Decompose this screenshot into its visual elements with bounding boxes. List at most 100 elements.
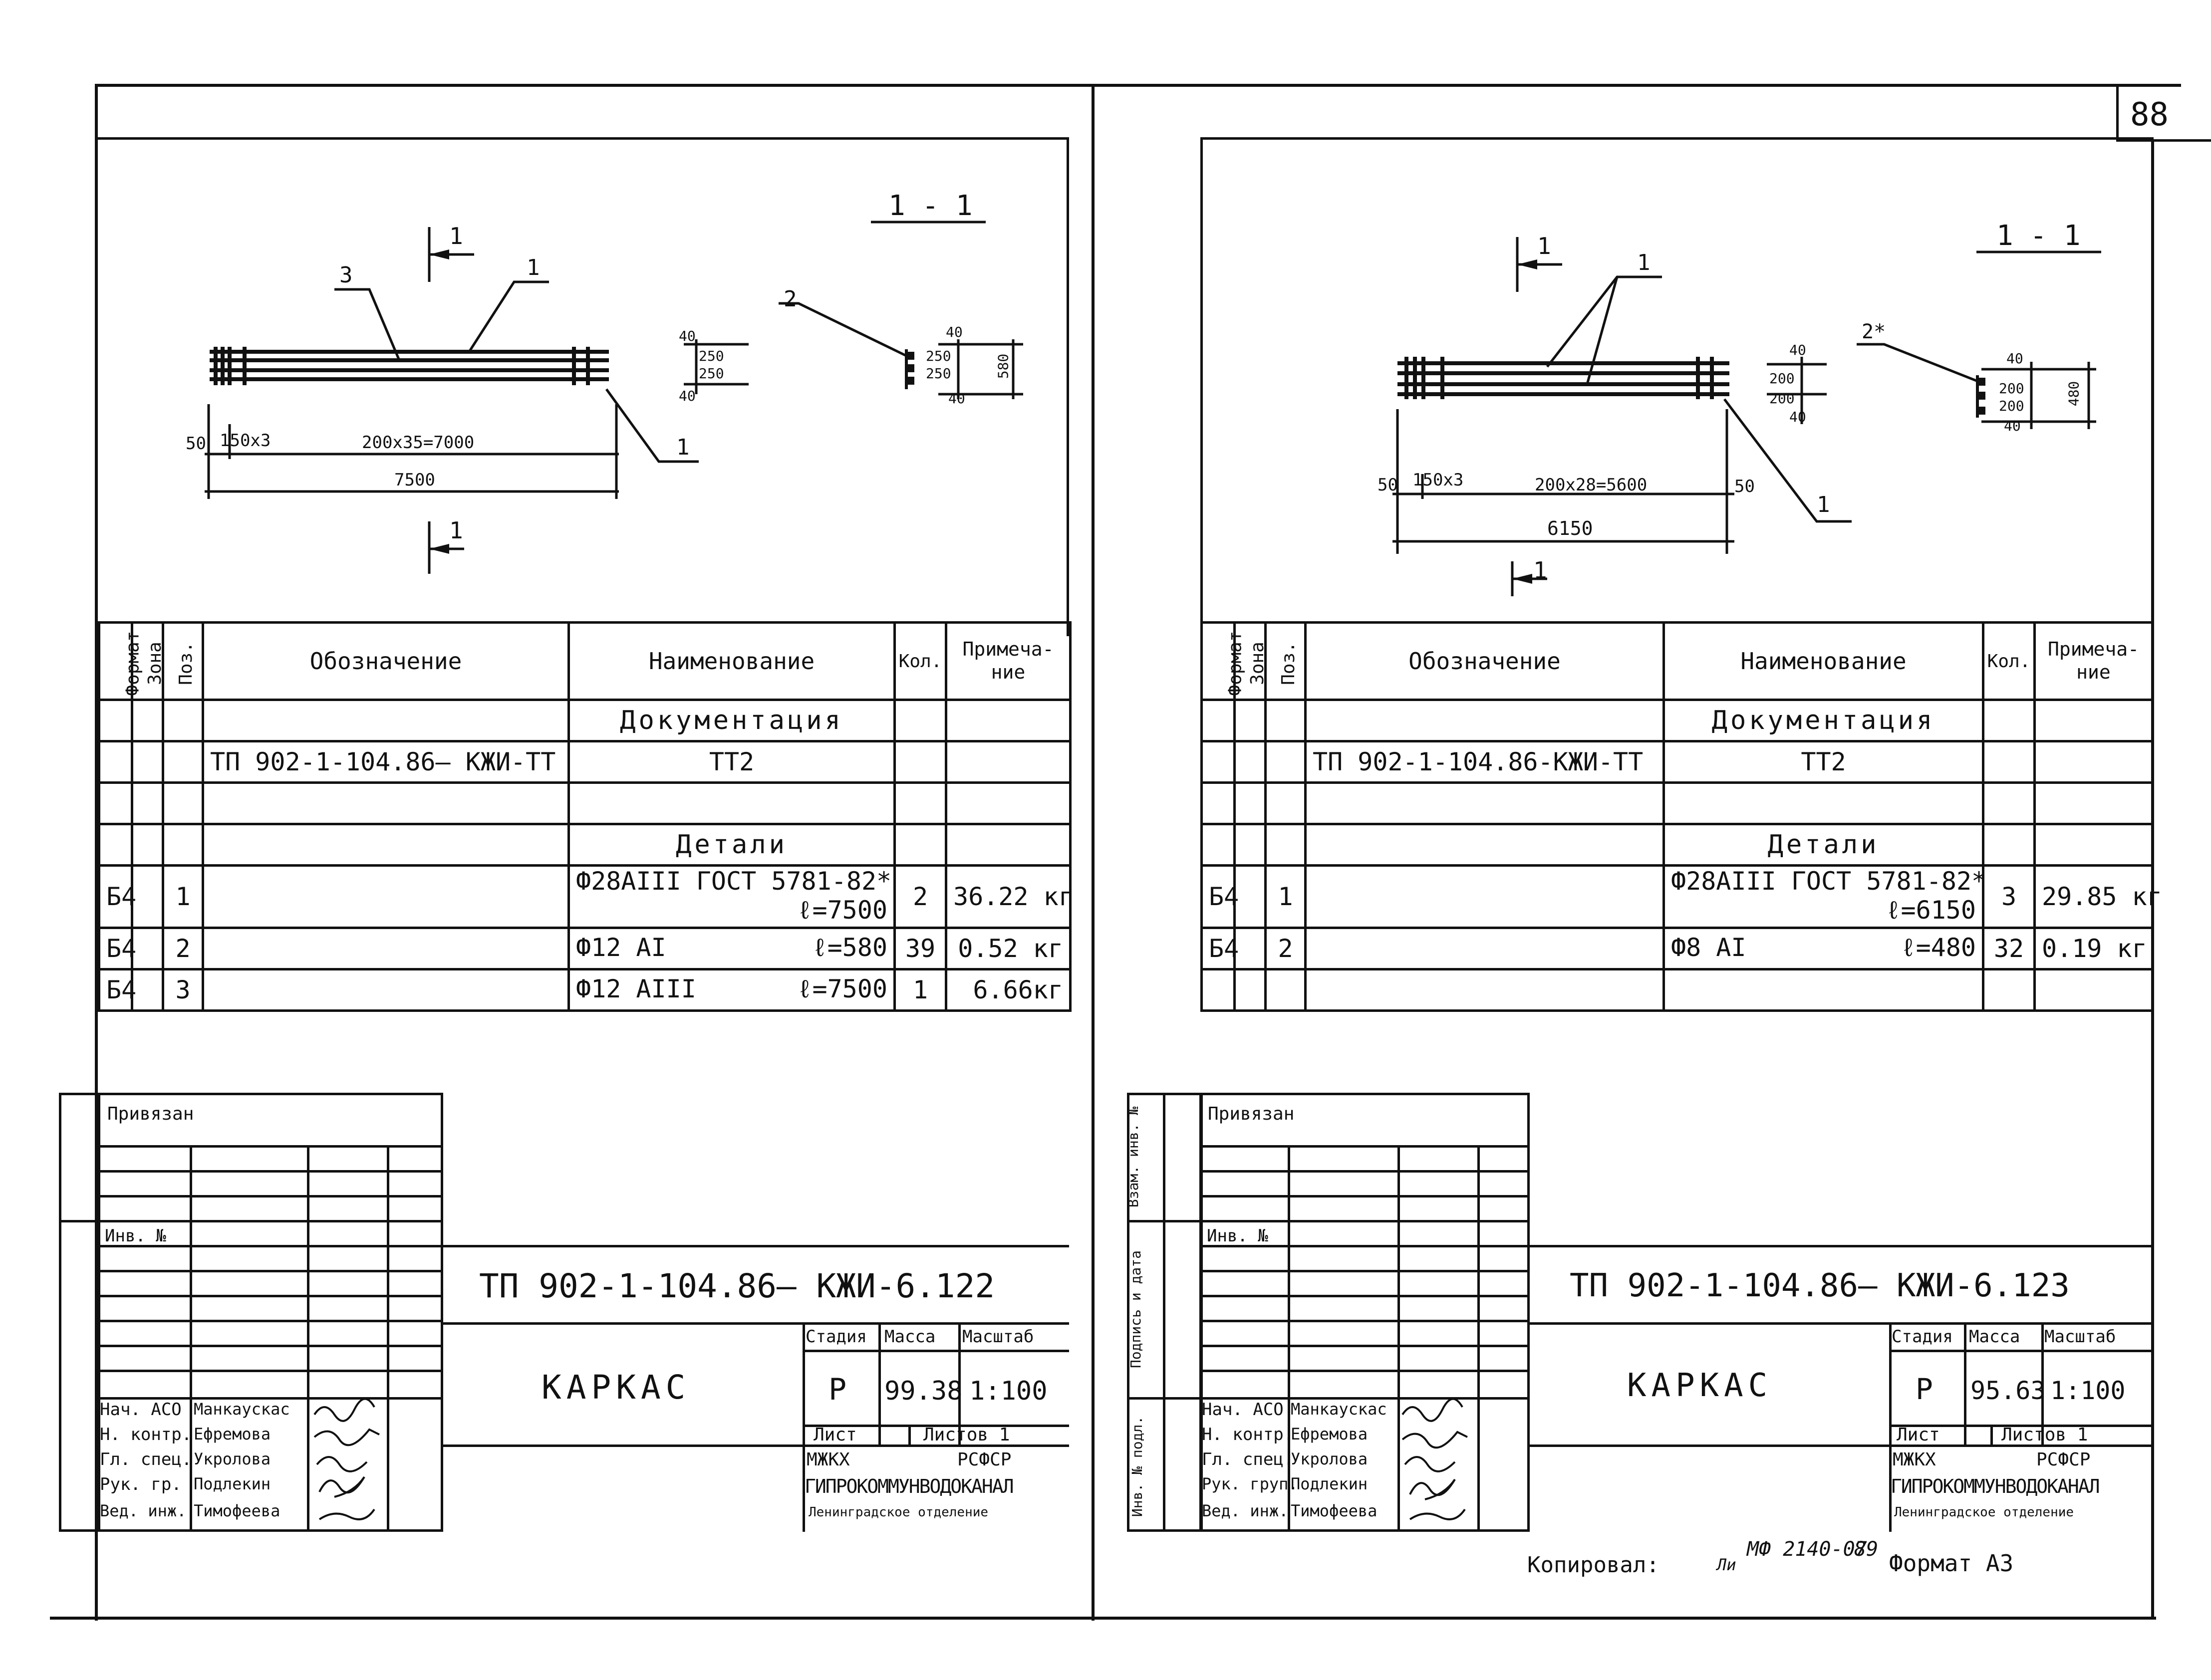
left-priv-v3: [387, 1145, 389, 1532]
right-hdr-name: Наименование: [1662, 621, 1984, 701]
right-role-name-0: Манкаускас: [1291, 1400, 1387, 1419]
left-cut-mark-top: 1: [449, 223, 463, 249]
right-priv-h11: [1200, 1397, 1530, 1400]
row-format: Б4: [1200, 927, 1239, 970]
row-qty: 3: [1982, 864, 2036, 929]
left-sheet-label: Лист: [814, 1425, 857, 1445]
right-row-docs-section: Документация: [1200, 699, 2154, 742]
row-note: 36.22 кг: [945, 864, 1074, 929]
left-title-h4: [803, 1425, 1069, 1427]
right-dim-50r: 50: [1734, 477, 1755, 496]
right-hdr-qty: Кол.: [1982, 621, 2036, 701]
left-leader-1-bottom: 1: [676, 435, 690, 460]
left-side-dim-40a: 40: [679, 328, 696, 344]
right-org4: Ленинградское отделение: [1894, 1505, 2074, 1520]
right-side-dim-40b: 40: [1789, 409, 1806, 425]
right-cut-mark-top: 1: [1537, 233, 1551, 259]
left-section-docs: Документация: [567, 699, 896, 742]
left-hdr-name: Наименование: [567, 621, 896, 701]
right-side-h2: [1127, 1397, 1202, 1400]
right-leader-2: 2*: [1862, 320, 1886, 343]
right-section-label: 1 - 1: [1996, 220, 2081, 252]
left-priv-h7: [98, 1295, 443, 1297]
right-title-h1: [1527, 1322, 2154, 1325]
left-row-blank: [98, 781, 1072, 825]
right-stage-label: Стадия: [1892, 1327, 1953, 1347]
right-priv-h4: [1200, 1220, 1530, 1222]
left-title-v3: [958, 1322, 961, 1444]
left-doc-name: ТТ2: [567, 740, 896, 784]
frame-top-line: [95, 84, 2181, 87]
left-priv-divider: [98, 1093, 100, 1532]
right-priv-h8: [1200, 1320, 1530, 1322]
right-priv-h1: [1200, 1145, 1530, 1148]
right-scale: 1:100: [2050, 1376, 2126, 1405]
left-scale: 1:100: [969, 1376, 1048, 1406]
copied-by-label: Копировал:: [1527, 1552, 1659, 1578]
left-leader-3: 3: [339, 262, 353, 288]
right-mass: 95.63: [1970, 1376, 2046, 1405]
right-dim-150: 150х3: [1412, 470, 1464, 490]
left-drawing-area: [98, 137, 1069, 636]
right-role-name-3: Подлекин: [1291, 1474, 1368, 1493]
left-priv-v1: [190, 1145, 192, 1532]
right-priv-h5: [1200, 1245, 1530, 1247]
left-hdr-zone: Зона: [131, 621, 165, 701]
right-hdr-note: Примеча-ние: [2033, 621, 2154, 701]
row-name: Ф28АIII ГОСТ 5781-82*ℓ=7500: [567, 864, 896, 929]
right-title-v4: [1990, 1425, 1993, 1444]
right-sec-dim-200a: 200: [1999, 380, 2024, 397]
left-org2: РСФСР: [957, 1449, 1012, 1470]
right-leader-1-top: 1: [1637, 250, 1651, 275]
left-title-v2: [878, 1322, 881, 1444]
right-title-v3: [2041, 1322, 2044, 1444]
left-role-name-0: Манкаускас: [194, 1400, 290, 1419]
right-priv-h7: [1200, 1295, 1530, 1297]
right-sheets-label: Листов 1: [2001, 1425, 2088, 1445]
right-row-blank-end: [1200, 968, 2154, 1012]
left-sheets-label: Листов 1: [923, 1425, 1010, 1445]
right-hdr-format: Формат: [1200, 621, 1246, 701]
row-qty: 2: [893, 864, 947, 929]
frame-divider-line: [1092, 84, 1095, 1621]
right-stage: Р: [1916, 1372, 1933, 1406]
left-role-name-2: Укролова: [194, 1449, 271, 1468]
left-side-dim-250b: 250: [699, 365, 724, 382]
right-leader-1-bottom: 1: [1817, 492, 1830, 517]
left-hdr-designation: Обозначение: [202, 621, 570, 701]
right-side-h1: [1127, 1220, 1202, 1222]
frame-left-line: [95, 84, 98, 1621]
row-note: 6.66кг: [945, 968, 1072, 1012]
row-format: Б4: [98, 864, 136, 929]
page-number: 88: [2130, 96, 2169, 133]
left-mass-label: Масса: [884, 1327, 936, 1347]
right-spec-table: Формат Зона Поз. Обозначение Наименовани…: [1200, 621, 2162, 1012]
left-title-h1: [441, 1322, 1069, 1325]
left-hdr-format: Формат: [98, 621, 143, 701]
right-priv-h6: [1200, 1270, 1530, 1272]
left-sec-dim-250b: 250: [926, 365, 951, 382]
code-page: 89: [1854, 1538, 1879, 1561]
left-priv-h4: [59, 1220, 443, 1222]
left-org4: Ленинградское отделение: [809, 1505, 989, 1520]
left-section-details: Детали: [567, 823, 896, 867]
right-mass-label: Масса: [1969, 1327, 2020, 1347]
left-hdr-qty: Кол.: [893, 621, 947, 701]
right-priv-h3: [1200, 1195, 1530, 1198]
right-section-docs: Документация: [1662, 699, 1984, 742]
right-title-block: [1527, 1245, 2154, 1532]
row-name: Ф28АIII ГОСТ 5781-82*ℓ=6150: [1662, 864, 1986, 929]
right-hdr-designation: Обозначение: [1304, 621, 1665, 701]
left-sec-dim-40b: 40: [948, 390, 965, 407]
row-format: Б4: [98, 927, 136, 970]
left-stage: Р: [829, 1372, 847, 1407]
right-priv-v3: [1477, 1145, 1480, 1532]
left-leader-1-top: 1: [527, 255, 540, 280]
table-row: Б4 1 Ф28АIII ГОСТ 5781-82*ℓ=6150 3 29.85…: [1200, 864, 2162, 929]
right-priv-h9: [1200, 1345, 1530, 1347]
